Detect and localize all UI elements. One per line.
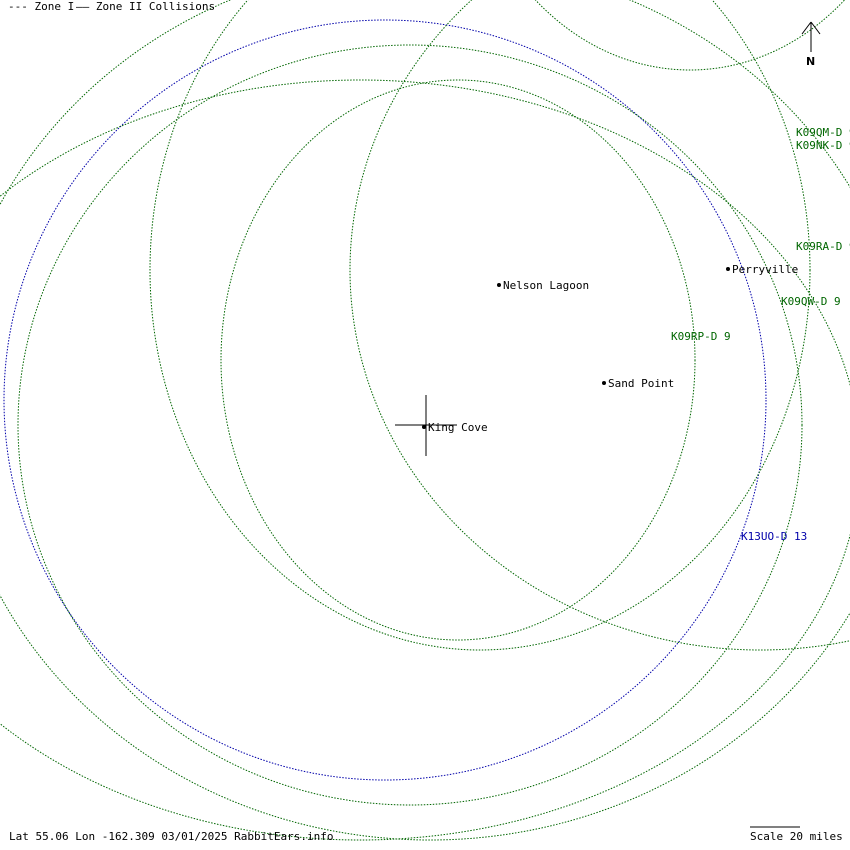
legend-zone2: —— Zone II Collisions: [76, 0, 216, 13]
place-markers: [422, 267, 730, 429]
footer-info: Lat 55.06 Lon -162.309 03/01/2025 Rabbit…: [9, 830, 334, 843]
contour-k09qw: [17, 44, 803, 806]
station-label[interactable]: K09NK-D 9: [796, 139, 850, 152]
place-label: Nelson Lagoon: [503, 279, 590, 292]
contour-green-3: [0, 79, 850, 841]
legend-zone1: --- Zone I: [8, 0, 75, 13]
north-arrow-icon: [801, 21, 821, 52]
contour-green-4: [149, 0, 811, 651]
station-label[interactable]: K09QW-D 9: [781, 295, 841, 308]
contour-k09rp: [220, 79, 696, 641]
station-label[interactable]: K09RP-D 9: [671, 330, 731, 343]
north-label: N: [806, 55, 816, 68]
scale-label: Scale 20 miles: [750, 830, 843, 843]
contour-k13uo: [3, 19, 767, 781]
place-label: Perryville: [732, 263, 799, 276]
station-label[interactable]: K13UO-D 13: [741, 530, 808, 543]
crosshair-icon: [395, 395, 457, 456]
place-label: Sand Point: [608, 377, 675, 390]
contour-green-7: [534, 0, 846, 71]
place-label: King Cove: [428, 421, 488, 434]
station-label[interactable]: K09QM-D 9: [796, 126, 850, 139]
contour-green-5: [349, 0, 850, 651]
station-label[interactable]: K09RA-D 9: [796, 240, 850, 253]
